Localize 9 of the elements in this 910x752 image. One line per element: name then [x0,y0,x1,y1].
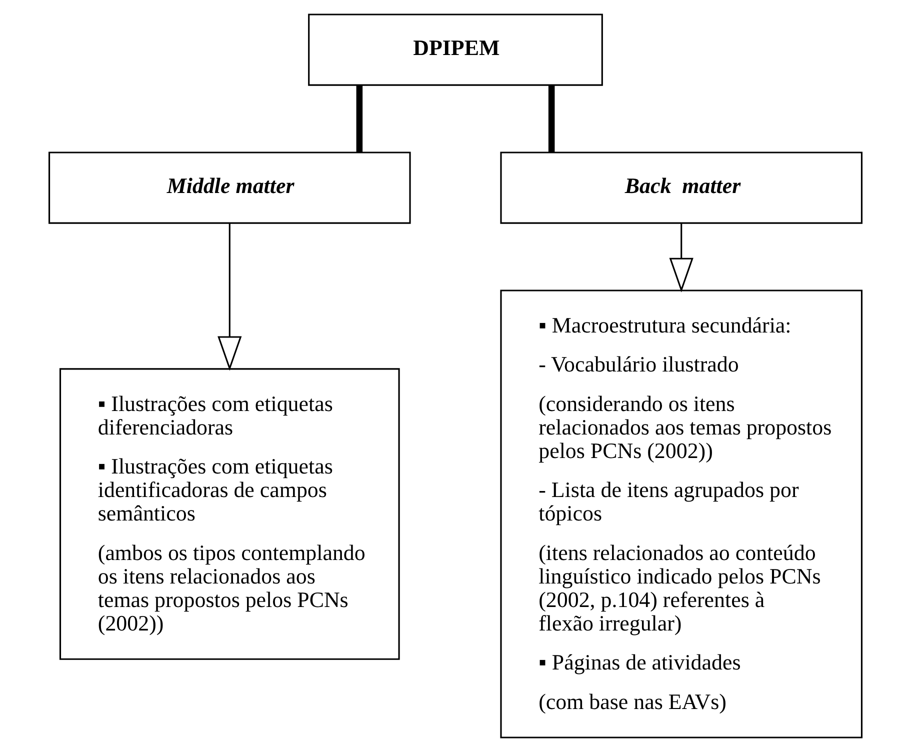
connector [548,85,554,152]
node-box: ▪ Macroestrutura secundária: - Vocabulário ilustrado (considerando os itens relacionados aos temas propostos pelos PCNs (2002)) - Lista de itens agrupados por tópicos (itens relacionados ao conteúdo linguístico indicado pelos PCNs (2002, p.104) referentes à flexão irregular) ▪ Páginas de atividades (com base nas EAVs) [500,290,862,738]
connector [356,85,362,152]
node-box: Middle matter [48,152,410,224]
node-box: DPIPEM [308,14,602,86]
arrow [668,223,693,292]
arrow [217,223,242,371]
node-box: ▪ Ilustrações com etiquetas diferenciadoras ▪ Ilustrações com etiquetas identificadoras de campos semânticos (ambos os tipos contemplando os itens relacionados aos temas propostos pelos PCNs (2002)) [58,368,400,660]
node-box: Back matter [500,152,862,224]
